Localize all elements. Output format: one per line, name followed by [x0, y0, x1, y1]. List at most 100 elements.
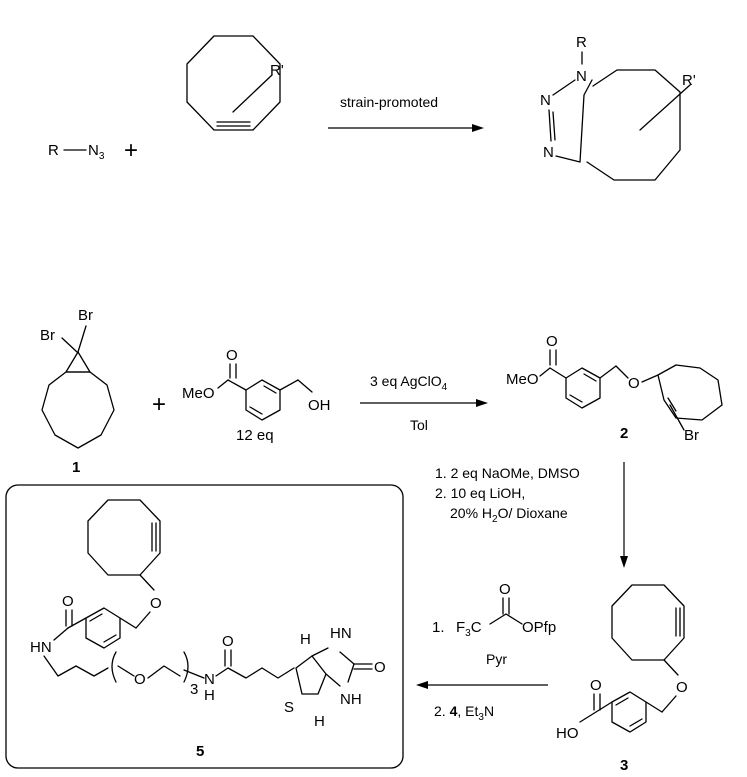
compound-1: Br Br 1: [40, 307, 115, 476]
c5-h-label-2: H: [314, 713, 325, 730]
step-3-pyr: Pyr: [486, 651, 507, 667]
c3-benzene-inner-2: [629, 718, 643, 727]
step-3-ester-bond: [505, 613, 523, 625]
cyclopropane-ring: [65, 351, 91, 373]
triazole-n3-label: N: [543, 144, 554, 161]
step-3-opfp: OPfp: [522, 619, 556, 636]
reagent-ch2-bond: [279, 379, 299, 391]
compound-2-meo: MeO: [506, 371, 539, 388]
cycloheptane-ring: [41, 371, 115, 449]
c3-o-bond: [663, 659, 679, 676]
fused-cyclooctane-ring: [586, 69, 681, 181]
c5-peg-bond-2: [147, 665, 181, 679]
c5-o-bond: [139, 574, 155, 591]
c5-ether-o: O: [150, 595, 162, 612]
c5-peg-bond-1: [117, 665, 135, 677]
c5-urea-bond-2: [347, 663, 355, 683]
c3-acid-bond: [595, 701, 613, 713]
reagent-equivalents: 12 eq: [236, 427, 274, 444]
c2-ch2-bond: [599, 365, 617, 379]
triazole-ring-bonds: [548, 79, 593, 163]
step-3-cf3-bond: [489, 613, 507, 625]
arrow-1-head: [472, 124, 484, 132]
c3-cyclooctyne-ring: [611, 584, 685, 661]
c5-close-paren: [183, 651, 189, 683]
arrow-3-head: [620, 556, 628, 568]
step-2: 1. 2 eq NaOMe, DMSO 2. 10 eq LiOH, 20% H…: [435, 462, 628, 568]
compound-2: MeO O O Br 2: [506, 333, 723, 444]
step-3-cf3: F3C: [456, 619, 482, 639]
step-1-reagent: 3 eq AgClO4: [370, 373, 448, 393]
c5-amide-o: O: [62, 593, 74, 610]
c2-o-ring-bond: [641, 374, 659, 383]
compound-3-number: 3: [620, 757, 628, 774]
compound-5: O O HN O 3 N H O H HN O NH: [30, 499, 386, 760]
reagent-ester-o-bond: [217, 379, 229, 389]
arrow-4-head: [416, 681, 428, 689]
step-3: 1. F3C O OPfp Pyr 2. 4, Et3N: [416, 581, 556, 723]
compound-3-ho: HO: [556, 725, 579, 742]
compound-3-ether-o: O: [676, 679, 688, 696]
compound-1-number: 1: [72, 459, 80, 476]
c2-ester-o-bond: [539, 367, 551, 377]
c5-valeryl-chain: [227, 667, 295, 679]
triazole-n1-label: N: [576, 68, 587, 85]
c5-peg-n-bond: [183, 669, 205, 679]
c5-amide2-bond: [215, 667, 229, 677]
c5-thiophane-ring: [295, 655, 327, 695]
azide-n-label: N3: [88, 142, 105, 162]
cyclooctyne-ring: [186, 35, 281, 131]
compound-3: O O HO 3: [556, 584, 688, 774]
arrow-2-head: [476, 399, 488, 407]
c5-aryl-bond: [119, 617, 137, 629]
reaction-1: R N3 + R' strain-promoted R N N N R': [48, 34, 696, 181]
c2-cyclooctene-ring: [657, 364, 723, 421]
azide-r-label: R: [48, 142, 59, 159]
c5-repeat-count: 3: [190, 681, 198, 698]
reagent-alcohol: MeO O OH 12 eq: [182, 347, 331, 444]
product-box: [5, 484, 404, 769]
cyclooctyne-r-prime-label: R': [270, 62, 284, 79]
c5-h-label-1: H: [300, 631, 311, 648]
c2-benzene-inner-1: [583, 373, 597, 382]
c5-nh-label-2: NH: [340, 691, 362, 708]
compound-2-ether-o: O: [628, 375, 640, 392]
step-3-line-2: 2. 4, Et3N: [434, 703, 494, 723]
c5-s-label: S: [284, 699, 294, 716]
step-3-carbonyl-o: O: [499, 581, 511, 598]
reagent-benzene-ring: [245, 379, 281, 421]
c3-benzene-ring: [611, 691, 647, 733]
c5-urea-bond-1: [339, 651, 355, 665]
reagent-meo-label: MeO: [182, 385, 215, 402]
triazole-double-bond: [552, 111, 556, 141]
step-2-line-3: 20% H2O/ Dioxane: [450, 505, 568, 525]
c5-amide2-h: H: [204, 687, 215, 704]
plus-sign-1: +: [124, 137, 138, 164]
c5-benzene-inner-2: [103, 634, 117, 643]
c5-amide-bond: [67, 617, 87, 629]
compound-5-number: 5: [196, 743, 204, 760]
reagent-benzene-inner-1: [263, 385, 277, 394]
compound-3-carbonyl-o: O: [590, 677, 602, 694]
triazole-r-prime-label: R': [682, 72, 696, 89]
compound-1-br-b: Br: [78, 307, 93, 324]
reagent-carbonyl-o: O: [226, 347, 238, 364]
reagent-benzene-inner-2: [249, 406, 263, 415]
c5-imid-bond-2: [325, 673, 341, 687]
c5-peg-o: O: [134, 671, 146, 688]
c3-ch2-bond: [661, 695, 677, 713]
compound-2-br: Br: [684, 427, 699, 444]
c5-benzene-inner-1: [89, 613, 103, 622]
c5-nh-label-1: HN: [330, 625, 352, 642]
c5-amide2-o: O: [222, 633, 234, 650]
reaction-1-condition: strain-promoted: [340, 94, 438, 110]
c3-aryl-bond: [645, 701, 663, 713]
c5-propyl-chain: [43, 655, 109, 677]
triazole-r-label: R: [576, 34, 587, 51]
reagent-oh-label: OH: [308, 397, 331, 414]
c1-br-bond-a: [61, 337, 78, 353]
step-2-line-1: 1. 2 eq NaOMe, DMSO: [435, 465, 580, 481]
c5-amide2-n: N: [204, 671, 215, 688]
c2-alkene-inner: [667, 397, 677, 412]
